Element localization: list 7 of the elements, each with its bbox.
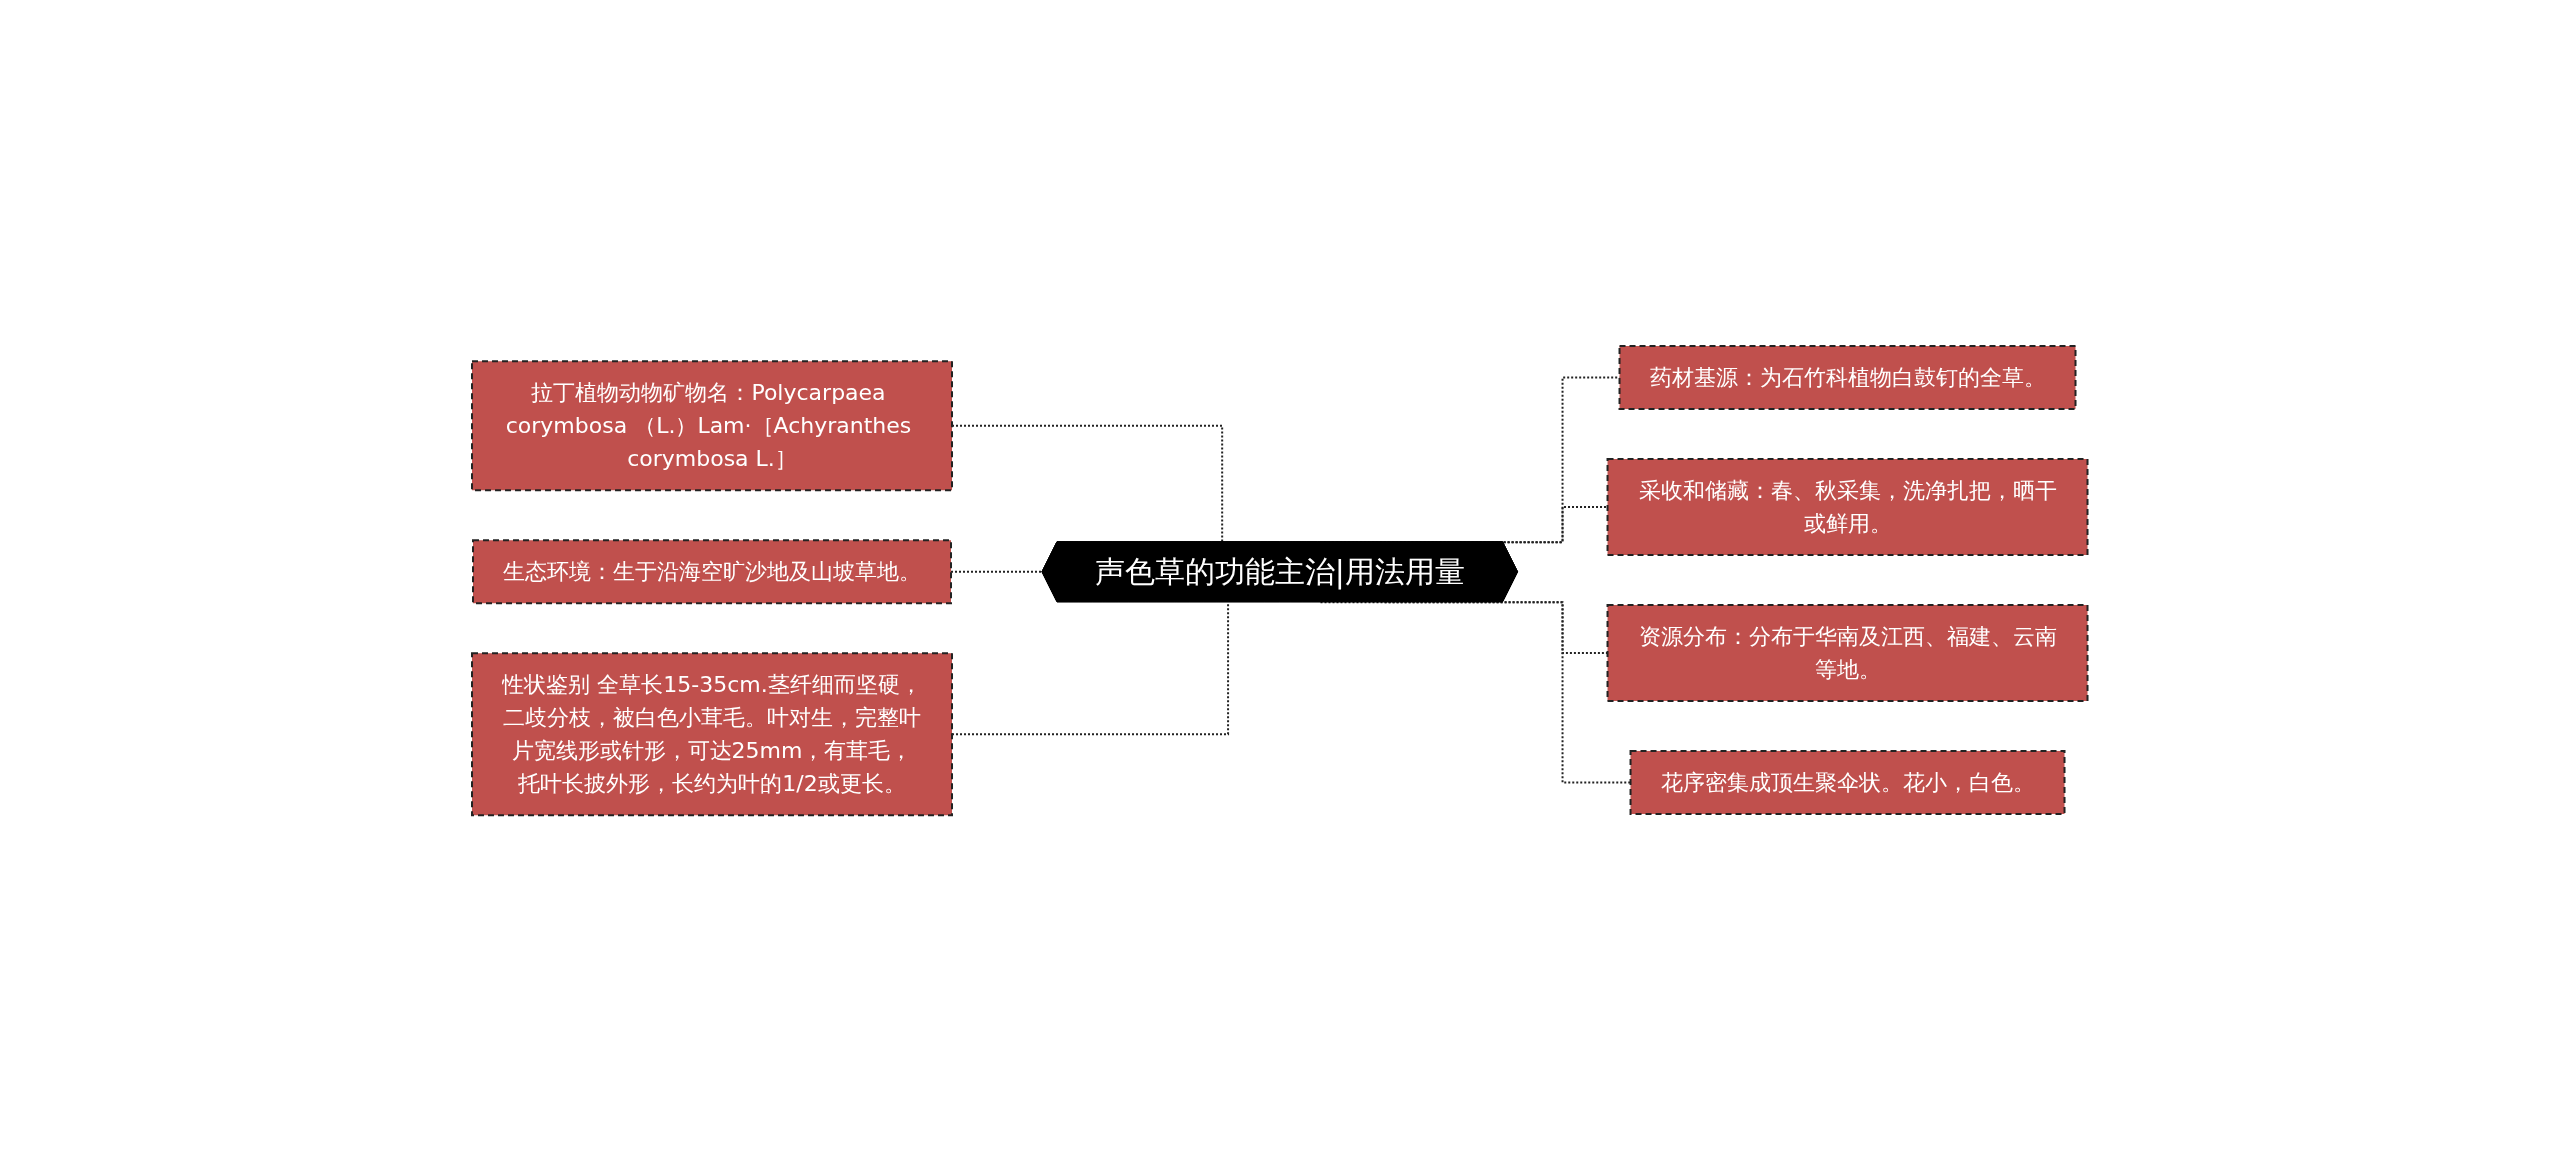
node-box: 花序密集成顶生聚伞状。花小，白色。 bbox=[1629, 749, 2066, 815]
node-box: 采收和储藏：春、秋采集，洗净扎把，晒干或鲜用。 bbox=[1606, 457, 2089, 556]
node-box: 资源分布：分布于华南及江西、福建、云南等地。 bbox=[1606, 603, 2089, 702]
node-box: 拉丁植物动物矿物名：Polycarpaea corymbosa （L.）Lam·［Achyranthes corymbosa L.］ bbox=[471, 360, 954, 492]
node-box: 生态环境：生于沿海空旷沙地及山坡草地。 bbox=[472, 539, 953, 605]
node-box: 性状鉴别 全草长15-35cm.茎纤细而坚硬，二歧分枝，被白色小茸毛。叶对生，完整叶片宽线形或针形，可达25mm，有茸毛，托叶长披外形，长约为叶的1/2或更长。 bbox=[471, 652, 954, 817]
node-box: 药材基源：为石竹科植物白鼓钉的全草。 bbox=[1618, 344, 2077, 410]
